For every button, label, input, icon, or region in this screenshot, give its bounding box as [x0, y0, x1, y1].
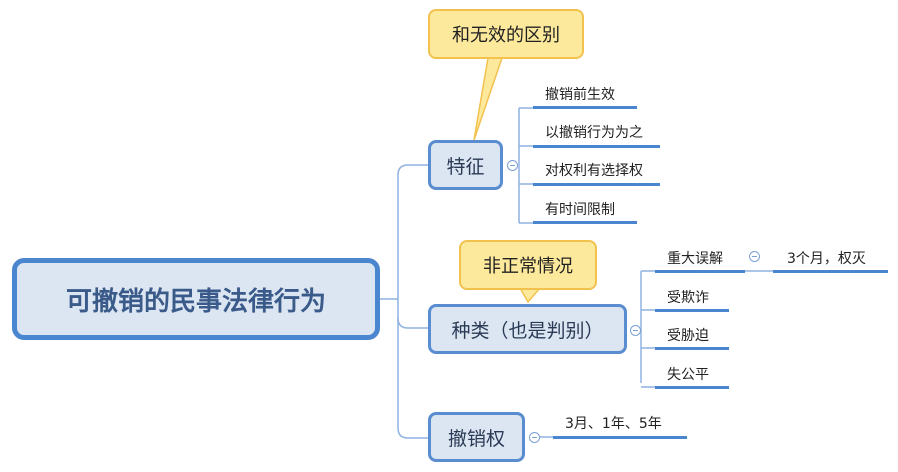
branch-features[interactable]: 特征 — [428, 140, 503, 190]
root-topic[interactable]: 可撤销的民事法律行为 — [12, 258, 380, 340]
collapse-icon[interactable] — [507, 160, 518, 171]
leaf-underline — [655, 386, 729, 389]
collapse-icon[interactable] — [749, 251, 760, 262]
callout-label: 非正常情况 — [483, 256, 573, 277]
branch-types[interactable]: 种类（也是判别） — [428, 304, 627, 354]
leaf-underline — [655, 270, 745, 273]
leaf-underline — [553, 436, 687, 439]
callout-difference-from-invalid[interactable]: 和无效的区别 — [428, 9, 584, 59]
leaf-underline — [655, 309, 729, 312]
leaf-underline — [533, 145, 660, 148]
leaf-item[interactable]: 3月、1年、5年 — [565, 416, 662, 432]
leaf-item[interactable]: 撤销前生效 — [545, 87, 615, 103]
leaf-item[interactable]: 重大误解 — [667, 251, 723, 267]
branch-label: 特征 — [446, 155, 485, 178]
branch-revocation-right[interactable]: 撤销权 — [428, 412, 525, 462]
leaf-item[interactable]: 有时间限制 — [545, 202, 615, 218]
leaf-item[interactable]: 失公平 — [667, 367, 709, 383]
leaf-item[interactable]: 对权利有选择权 — [545, 163, 643, 179]
root-topic-label: 可撤销的民事法律行为 — [65, 286, 326, 317]
leaf-underline — [533, 183, 660, 186]
leaf-underline — [655, 347, 729, 350]
branch-label: 种类（也是判别） — [451, 319, 604, 342]
callout-label: 和无效的区别 — [452, 25, 560, 46]
leaf-item[interactable]: 3个月，权灭 — [787, 251, 866, 267]
leaf-underline — [533, 221, 637, 224]
leaf-item[interactable]: 受欺诈 — [667, 290, 709, 306]
collapse-icon[interactable] — [630, 325, 641, 336]
leaf-item[interactable]: 以撤销行为为之 — [545, 125, 643, 141]
leaf-underline — [533, 106, 637, 109]
leaf-item[interactable]: 受胁迫 — [667, 328, 709, 344]
branch-label: 撤销权 — [447, 427, 505, 450]
collapse-icon[interactable] — [529, 432, 540, 443]
callout-abnormal-situation[interactable]: 非正常情况 — [459, 240, 597, 290]
leaf-underline — [773, 270, 888, 273]
